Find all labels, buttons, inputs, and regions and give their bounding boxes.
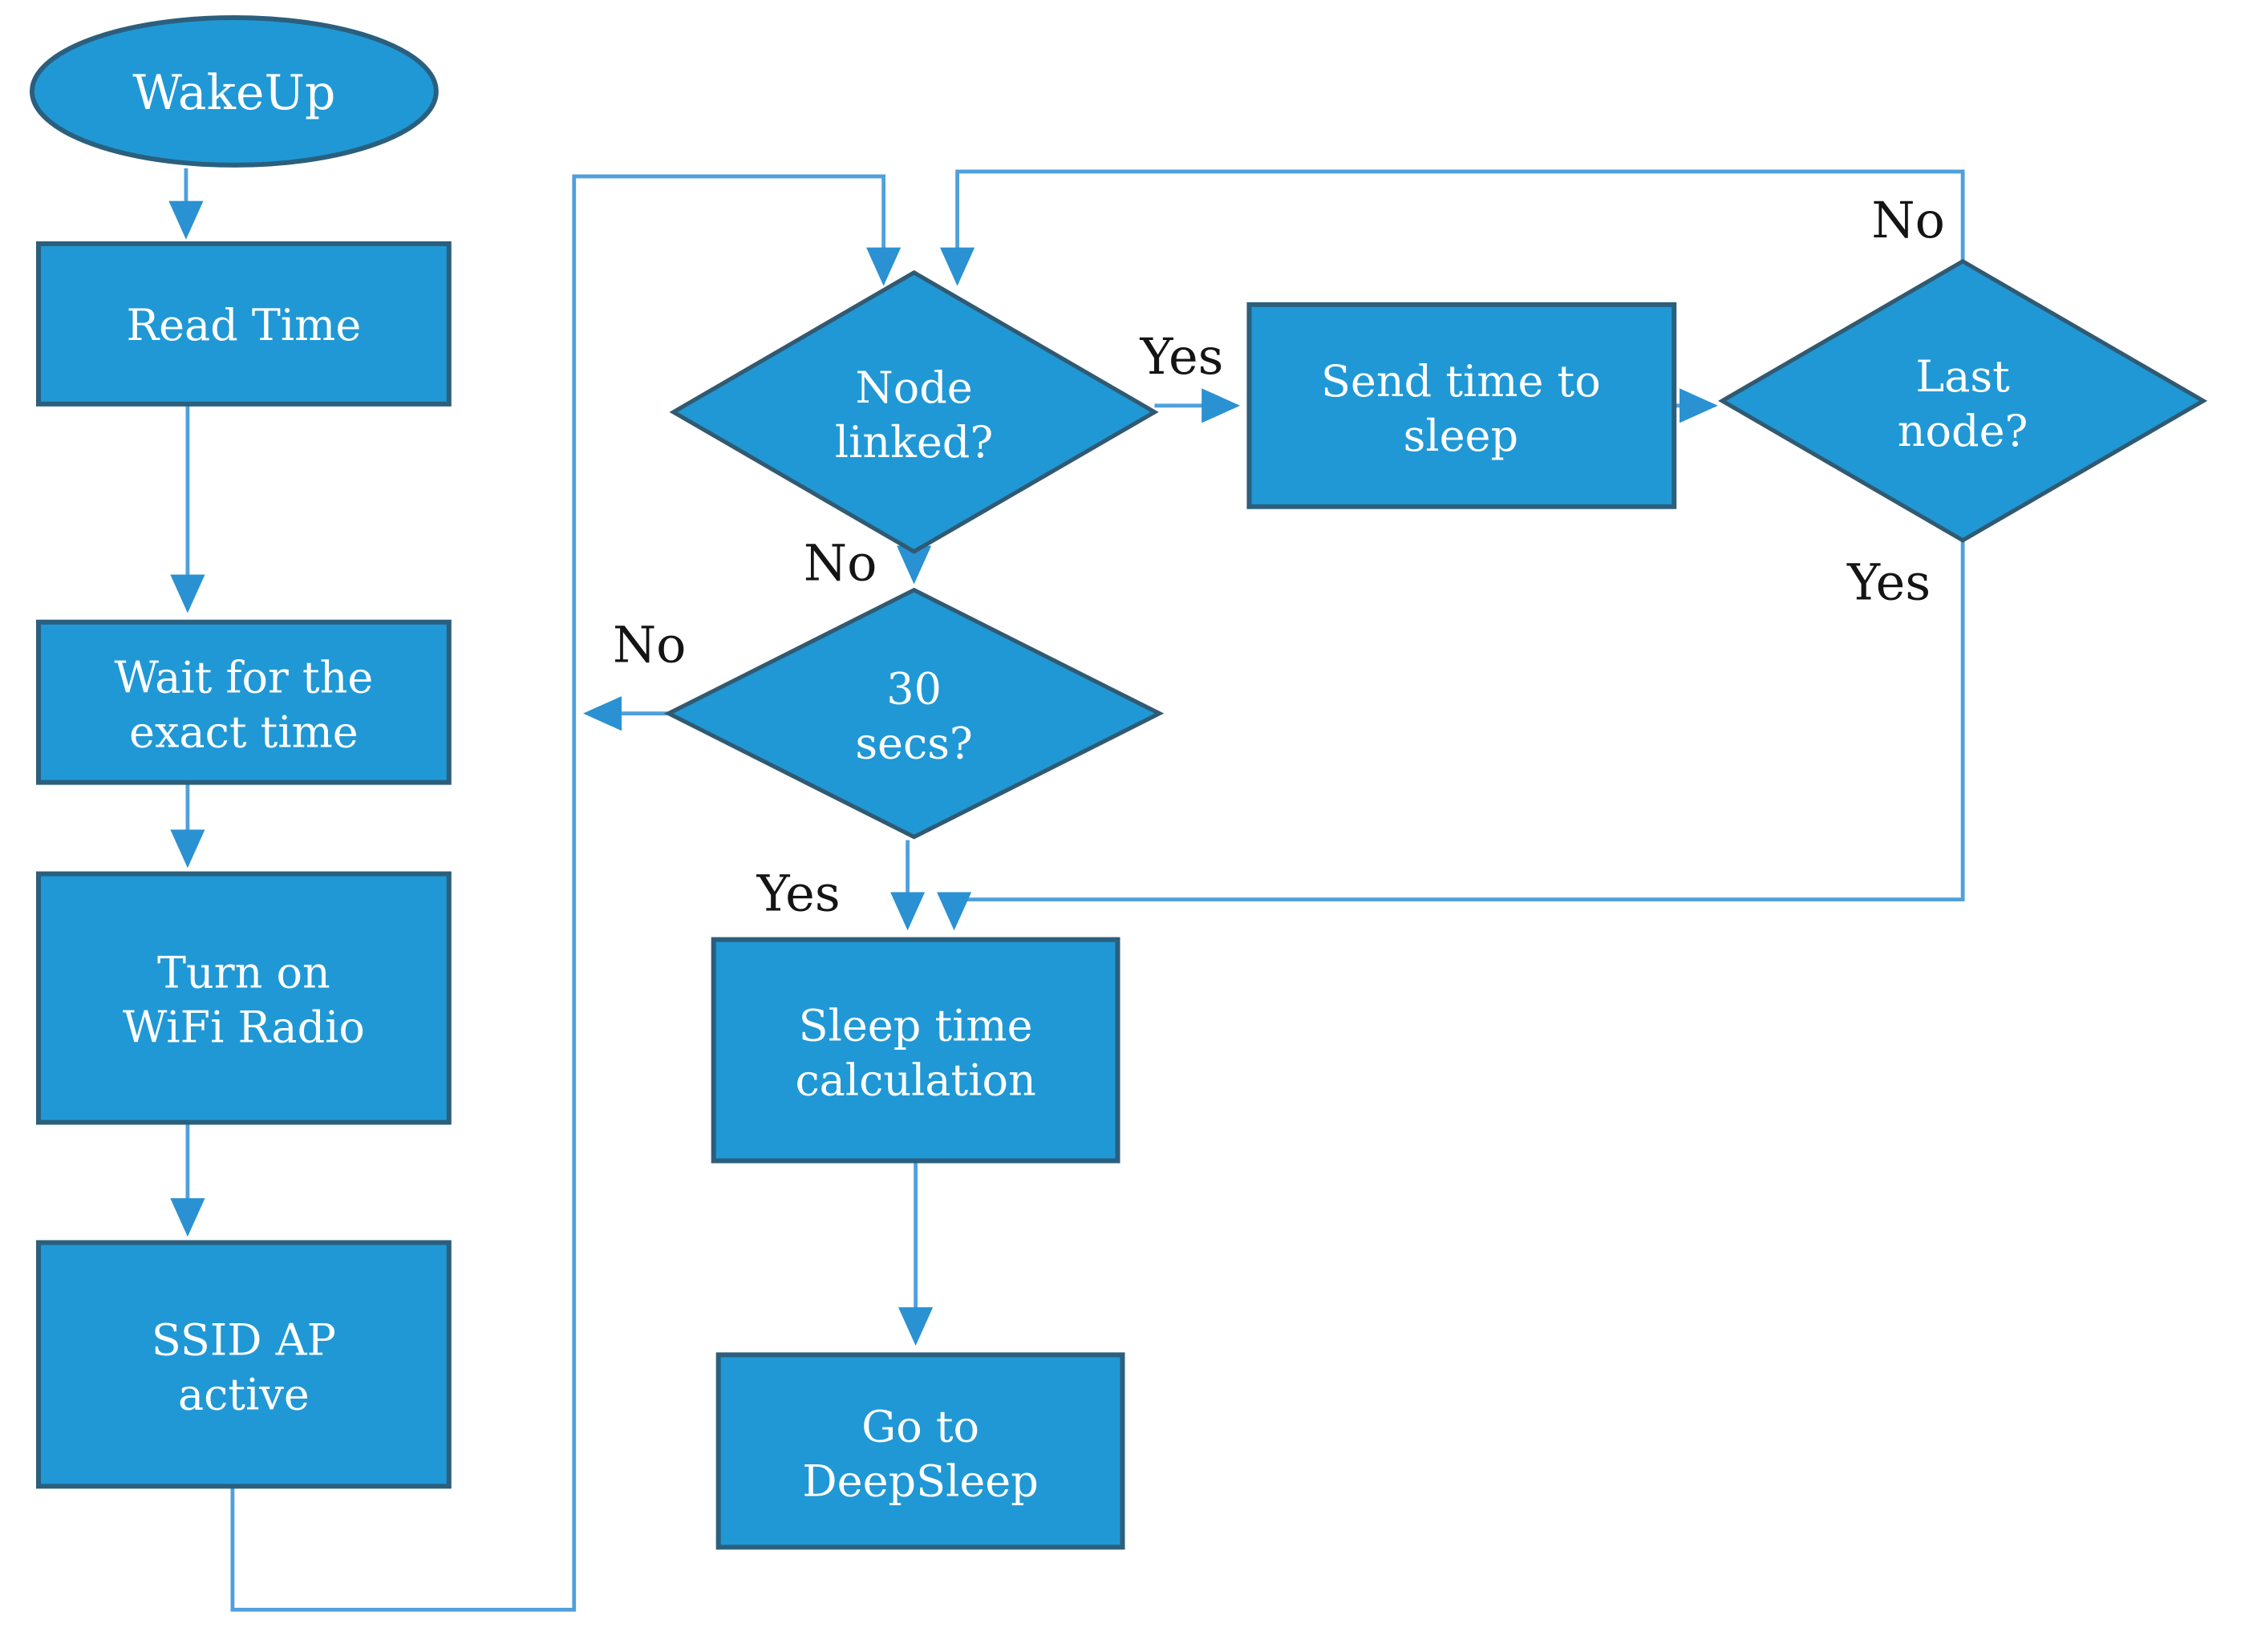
node-turn-on-wifi: Turn on WiFi Radio: [35, 871, 452, 1125]
sleep-time-calculation-label-line2: calculation: [795, 1055, 1035, 1106]
turn-on-wifi-label-line1: Turn on: [157, 948, 330, 998]
wait-exact-time-label-line1: Wait for the: [114, 653, 373, 703]
ssid-ap-active-box: [35, 1240, 452, 1489]
edge-labels: Yes No No Yes No Yes: [613, 191, 1945, 923]
node-sleep-time-calculation: Sleep time calculation: [711, 937, 1120, 1164]
node-thirty-secs: 30 secs?: [663, 587, 1165, 840]
ssid-ap-active-label-line2: active: [178, 1369, 310, 1419]
last-node-label-line2: node?: [1898, 406, 2028, 456]
edge-label-node-linked-no: No: [804, 534, 877, 593]
edge-label-last-node-yes: Yes: [1846, 553, 1931, 612]
thirty-secs-label-line1: 30: [886, 664, 942, 715]
edge-label-node-linked-yes: Yes: [1139, 327, 1223, 386]
go-to-deepsleep-label-line2: DeepSleep: [802, 1456, 1038, 1506]
read-time-label: Read Time: [126, 300, 361, 350]
send-time-to-sleep-box: [1246, 302, 1677, 509]
thirty-secs-diamond: [663, 587, 1165, 840]
wakeup-label: WakeUp: [132, 65, 335, 121]
go-to-deepsleep-label-line1: Go to: [861, 1401, 979, 1452]
node-node-linked: Node linked?: [669, 269, 1159, 554]
turn-on-wifi-label-line2: WiFi Radio: [123, 1002, 365, 1053]
node-wakeup: WakeUp: [29, 14, 439, 168]
edge-label-last-node-no: No: [1871, 191, 1945, 249]
sleep-time-calculation-box: [711, 937, 1120, 1164]
sleep-time-calculation-label-line1: Sleep time: [799, 1001, 1033, 1051]
node-last-node: Last node?: [1718, 258, 2208, 543]
edge-label-thirty-secs-no: No: [613, 616, 687, 674]
send-time-to-sleep-label-line1: Send time to: [1321, 356, 1601, 407]
wakeup-ellipse: [29, 14, 439, 168]
node-send-time-to-sleep: Send time to sleep: [1246, 302, 1677, 509]
last-node-diamond: [1718, 258, 2208, 543]
send-time-to-sleep-label-line2: sleep: [1404, 411, 1518, 461]
connectors: [168, 168, 1965, 1612]
connector-ssid-loop-to-nodelinked: [230, 174, 902, 1612]
last-node-label-line1: Last: [1915, 351, 2010, 402]
node-linked-label-line1: Node: [855, 362, 972, 413]
node-ssid-ap-active: SSID AP active: [35, 1240, 452, 1489]
thirty-secs-label-line2: secs?: [855, 719, 973, 769]
node-linked-label-line2: linked?: [835, 417, 993, 468]
wait-exact-time-box: [35, 619, 452, 785]
turn-on-wifi-box: [35, 871, 452, 1125]
go-to-deepsleep-box: [715, 1352, 1125, 1550]
ssid-ap-active-label-line1: SSID AP: [152, 1314, 336, 1365]
node-go-to-deepsleep: Go to DeepSleep: [715, 1352, 1125, 1550]
node-read-time: Read Time: [35, 241, 452, 407]
node-linked-diamond: [669, 269, 1159, 554]
wait-exact-time-label-line2: exact time: [129, 707, 359, 758]
edge-label-thirty-secs-yes: Yes: [756, 864, 841, 923]
connector-lastnode-yes-to-sleepcalc: [936, 540, 1965, 931]
node-wait-exact-time: Wait for the exact time: [35, 619, 452, 785]
connector-lastnode-no-loop-to-nodelinked: [939, 169, 1965, 286]
read-time-box: [35, 241, 452, 407]
